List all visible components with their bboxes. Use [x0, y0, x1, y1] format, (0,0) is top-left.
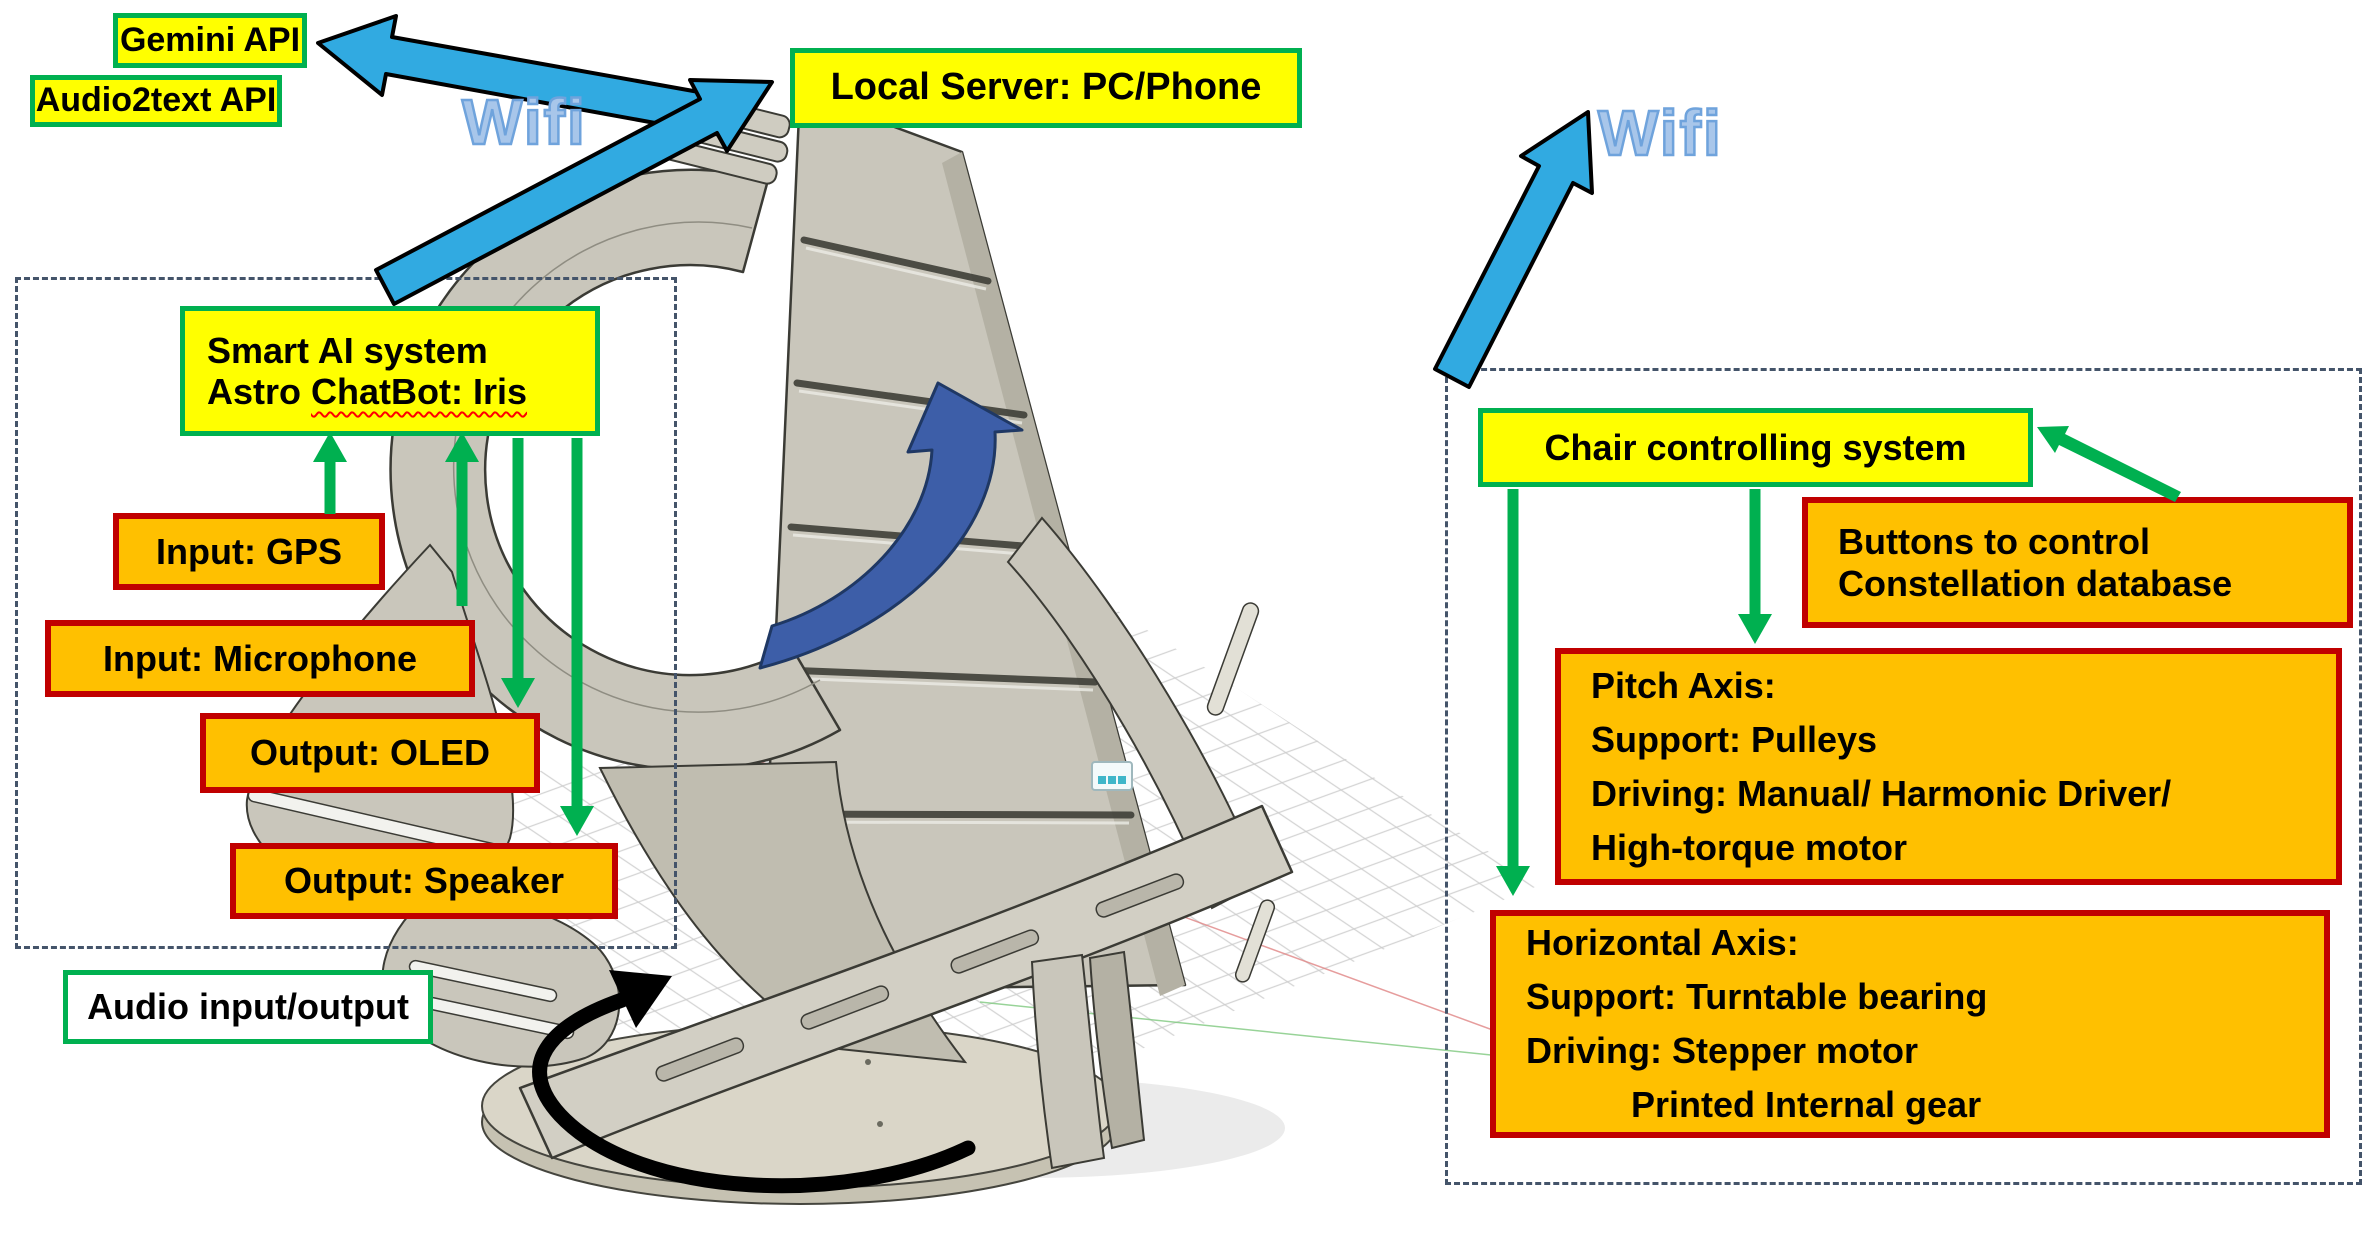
buttons-control-box: Buttons to control Constellation databas…	[1802, 497, 2353, 628]
audio2text-api-box: Audio2text API	[30, 75, 282, 127]
horizontal-axis-line2: Support: Turntable bearing	[1526, 976, 1988, 1017]
pitch-axis-line2: Support: Pulleys	[1591, 718, 1878, 760]
gemini-api-box: Gemini API	[113, 13, 307, 68]
input-gps-box: Input: GPS	[113, 513, 385, 590]
chair-front-bracket	[1030, 950, 1146, 1170]
pitch-axis-box: Pitch Axis: Support: Pulleys Driving: Ma…	[1555, 648, 2342, 885]
output-oled-label: Output: OLED	[250, 732, 490, 774]
input-microphone-label: Input: Microphone	[103, 637, 417, 679]
chair-controlling-system-label: Chair controlling system	[1544, 426, 1967, 468]
chair-side-rail	[1006, 516, 1276, 983]
chair-controlling-system-box: Chair controlling system	[1478, 408, 2033, 487]
local-server-box: Local Server: PC/Phone	[790, 48, 1302, 128]
input-gps-label: Input: GPS	[156, 530, 342, 572]
smart-ai-chatbot-name: ChatBot: Iris	[311, 371, 528, 412]
output-oled-box: Output: OLED	[200, 713, 540, 793]
gemini-api-label: Gemini API	[119, 20, 301, 59]
buttons-control-line1: Buttons to control	[1838, 521, 2150, 563]
buttons-control-line2: Constellation database	[1838, 562, 2233, 604]
chair-seat-plank	[518, 804, 1294, 1160]
smart-ai-system-box: Smart AI system Astro ChatBot: Iris	[180, 306, 600, 436]
horizontal-axis-line3: Driving: Stepper motor	[1526, 1030, 1919, 1071]
input-microphone-box: Input: Microphone	[45, 620, 475, 697]
chair-group-dashed-box	[1445, 368, 2362, 1185]
smart-ai-line2-prefix: Astro	[207, 371, 312, 412]
horizontal-axis-line4: Printed Internal gear	[1631, 1084, 1982, 1125]
smart-ai-line2: Astro ChatBot: Iris	[207, 371, 527, 412]
audio-io-label: Audio input/output	[87, 986, 409, 1028]
horizontal-axis-line1: Horizontal Axis:	[1526, 922, 1799, 963]
pitch-axis-line3: Driving: Manual/ Harmonic Driver/	[1591, 772, 2172, 814]
audio-io-box: Audio input/output	[63, 970, 433, 1044]
output-speaker-box: Output: Speaker	[230, 843, 618, 919]
oled-display-icon	[1091, 761, 1133, 791]
pitch-rotation-arrow	[758, 381, 1024, 670]
horizontal-axis-box: Horizontal Axis: Support: Turntable bear…	[1490, 910, 2330, 1138]
ai-group-dashed-box	[15, 277, 677, 949]
pitch-axis-line4: High-torque motor	[1591, 826, 1907, 868]
local-server-label: Local Server: PC/Phone	[830, 66, 1262, 109]
pitch-axis-line1: Pitch Axis:	[1591, 664, 1776, 706]
yaw-rotation-arrow	[532, 970, 976, 1194]
wifi-label-left: Wifi	[461, 85, 587, 160]
audio2text-api-label: Audio2text API	[35, 81, 277, 120]
wifi-label-right: Wifi	[1597, 96, 1723, 171]
output-speaker-label: Output: Speaker	[283, 860, 565, 902]
smart-ai-line1: Smart AI system	[207, 329, 488, 371]
